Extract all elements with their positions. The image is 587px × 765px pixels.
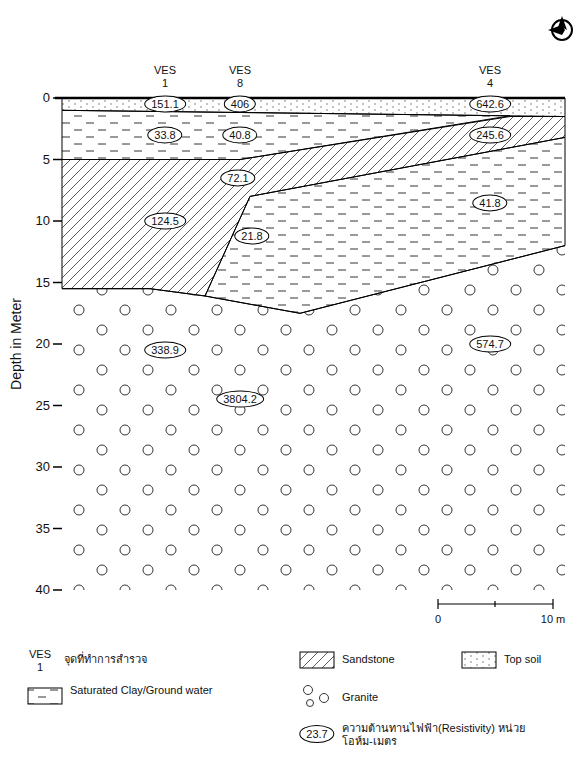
resistivity-oval: 151.1	[144, 96, 186, 113]
label-text: 25	[36, 398, 50, 413]
label-text: 23.7	[306, 728, 327, 740]
label-text: 35	[36, 521, 50, 536]
granite-top-boundary	[62, 246, 565, 314]
resistivity-oval: 406	[224, 96, 256, 113]
legend-resistivity-sample: 23.7	[299, 725, 334, 743]
depth-tick-label: 15	[36, 276, 50, 290]
north-symbol	[548, 16, 572, 40]
station-label: VES 4	[475, 64, 505, 90]
label-text: VES 1	[29, 648, 51, 673]
sandstone-swatch	[300, 652, 334, 668]
resistivity-value: 642.6	[476, 98, 504, 110]
axis-title: Depth in Meter	[9, 298, 23, 390]
label-text: 15	[36, 275, 50, 290]
legend-text: Saturated Clay/Ground water	[70, 684, 212, 696]
scale-label: 10 m	[541, 612, 565, 626]
topsoil-layer	[62, 98, 565, 117]
depth-tick-label: 30	[36, 460, 50, 474]
legend-text: Sandstone	[342, 653, 395, 665]
legend-entry: Sandstone	[342, 653, 442, 666]
label-text: 10	[36, 213, 50, 228]
resistivity-oval: 245.6	[469, 126, 511, 143]
depth-tick-label: 10	[36, 214, 50, 228]
label-text: 40	[36, 582, 50, 597]
legend-entry: ความต้านทานไฟฟ้า(Resistivity) หน่วย โอห์…	[342, 722, 552, 748]
legend-text: จุดที่ทำการสำรวจ	[64, 653, 147, 665]
label-text: 0	[43, 90, 50, 105]
depth-ticks	[53, 98, 62, 590]
depth-tick-label: 25	[36, 399, 50, 413]
label-text: VES 1	[154, 64, 176, 89]
granite-swatch	[304, 686, 329, 707]
legend-entry: Granite	[342, 691, 442, 704]
label-text: 10 m	[541, 613, 565, 625]
legend-text: Granite	[342, 691, 378, 703]
scale-bar	[438, 599, 553, 609]
depth-tick-label: 35	[36, 522, 50, 536]
resistivity-value: 21.8	[241, 229, 262, 241]
clay-layer-upper	[62, 110, 510, 159]
resistivity-oval: 3804.2	[216, 391, 264, 408]
resistivity-value: 338.9	[151, 344, 179, 356]
resistivity-value: 574.7	[476, 338, 504, 350]
resistivity-value: 72.1	[227, 171, 248, 183]
resistivity-value: 406	[231, 98, 249, 110]
label-text: 20	[36, 336, 50, 351]
label-text: 0	[435, 613, 441, 625]
label-text: VES 8	[229, 64, 251, 89]
resistivity-value: 151.1	[151, 98, 179, 110]
resistivity-value: 3804.2	[223, 393, 257, 405]
legend-entry: Saturated Clay/Ground water	[70, 684, 220, 697]
clay-layer-lower	[205, 137, 565, 313]
resistivity-value: 124.5	[151, 215, 179, 227]
clay-swatch	[28, 688, 62, 704]
resistivity-value: 41.8	[479, 196, 500, 208]
topsoil-swatch	[462, 652, 496, 668]
resistivity-oval: 574.7	[469, 336, 511, 353]
legend-station-sample: VES 1	[25, 648, 55, 674]
resistivity-oval: 642.6	[469, 96, 511, 113]
legend-text: ความต้านทานไฟฟ้า(Resistivity) หน่วย โอห์…	[342, 722, 525, 747]
legend-text: Top soil	[504, 653, 541, 665]
legend-entry: จุดที่ทำการสำรวจ	[64, 653, 264, 666]
resistivity-oval: 124.5	[144, 213, 186, 230]
depth-tick-label: 20	[36, 337, 50, 351]
label-text: Depth in Meter	[8, 298, 24, 390]
depth-tick-label: 0	[43, 91, 50, 105]
depth-tick-label: 5	[43, 153, 50, 167]
label-text: 5	[43, 152, 50, 167]
legend-entry: Top soil	[504, 653, 582, 666]
resistivity-value: 33.8	[154, 128, 175, 140]
depth-tick-label: 40	[36, 583, 50, 597]
resistivity-oval: 338.9	[144, 342, 186, 359]
station-label: VES 8	[225, 64, 255, 90]
station-label: VES 1	[150, 64, 180, 90]
resistivity-value: 40.8	[229, 128, 250, 140]
resistivity-value: 245.6	[476, 128, 504, 140]
label-text: 30	[36, 459, 50, 474]
label-text: VES 4	[479, 64, 501, 89]
scale-label: 0	[435, 612, 441, 626]
